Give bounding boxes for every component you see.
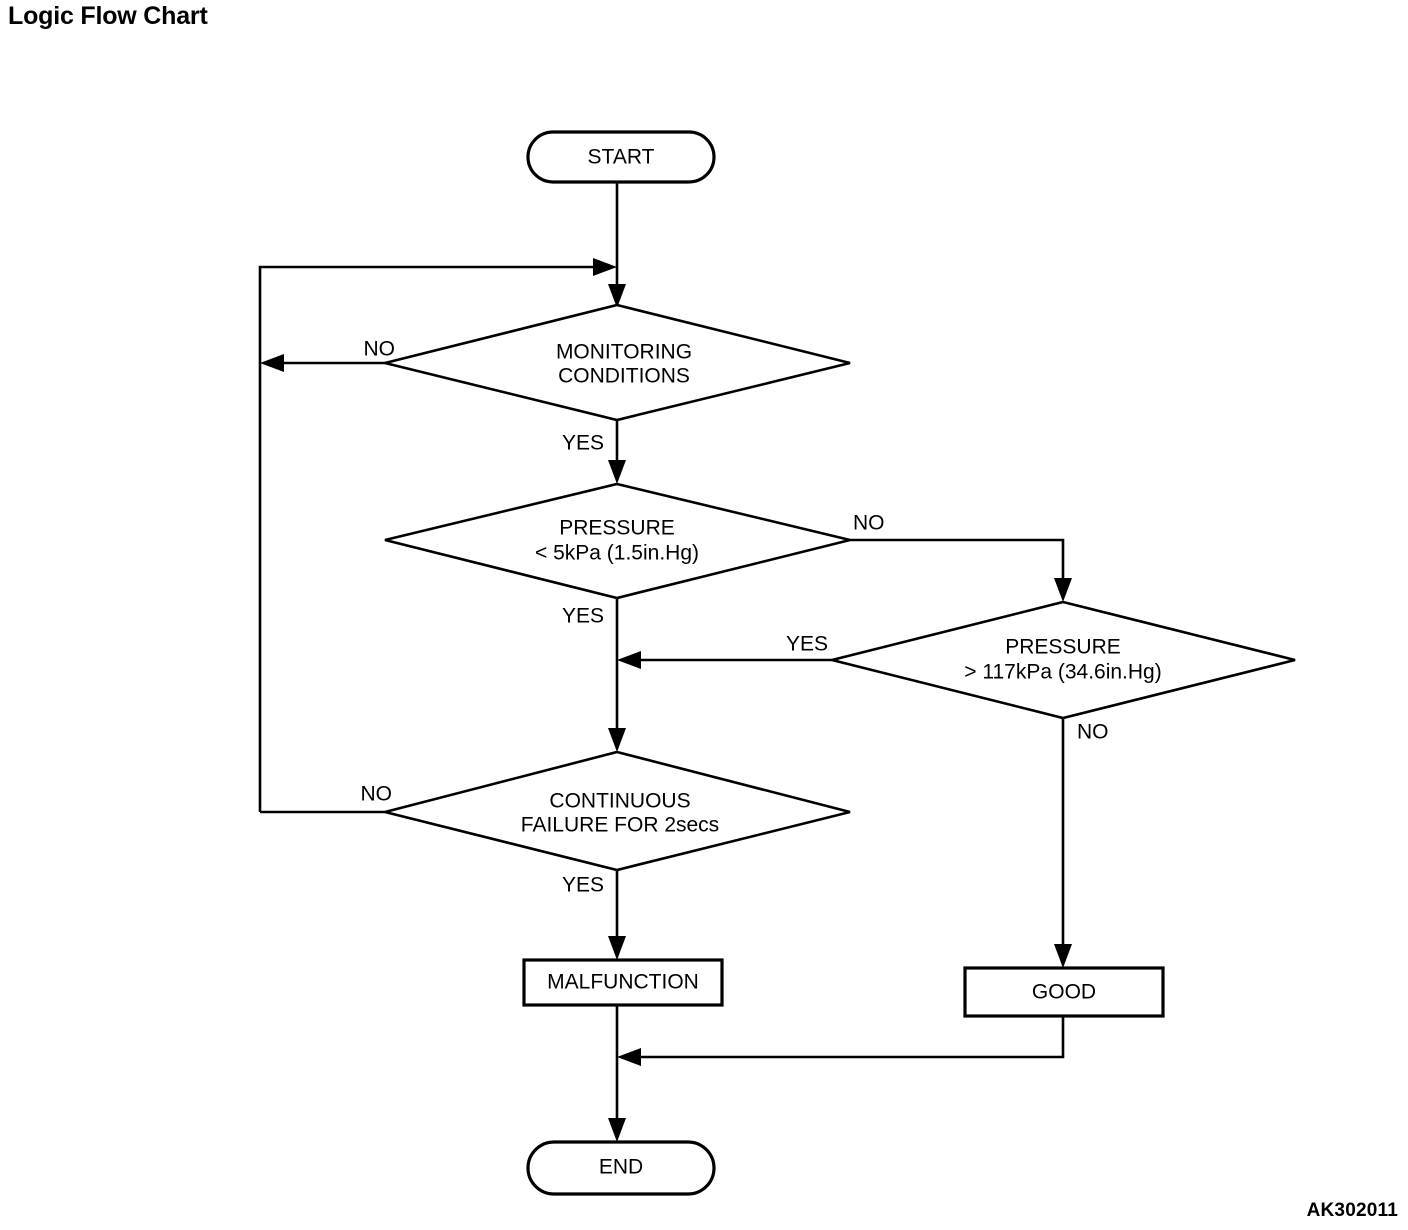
node-good[interactable] <box>963 966 1165 1018</box>
arrowhead-into-malfunction <box>608 936 626 960</box>
node-good-label: GOOD <box>1032 981 1096 1004</box>
node-end[interactable] <box>526 1140 716 1196</box>
edge-label-monitoring-no: NO <box>364 338 396 361</box>
edge-label-cont-fail-no: NO <box>361 783 393 806</box>
edge-label-press-low-yes: YES <box>562 605 604 628</box>
connector-feedback-rail <box>258 265 605 812</box>
node-continuous-failure-label-line2: FAILURE FOR 2secs <box>521 814 719 837</box>
connector-press-low-no <box>850 538 1065 588</box>
edge-label-press-low-no: NO <box>853 512 885 535</box>
node-malfunction-label: MALFUNCTION <box>547 971 699 994</box>
figure-code: AK302011 <box>1306 1200 1398 1221</box>
arrowhead-press-high-yes-merge <box>617 651 641 669</box>
node-continuous-failure-label-line1: CONTINUOUS <box>549 790 690 813</box>
node-monitoring-conditions[interactable] <box>384 303 851 422</box>
edge-label-press-high-yes: YES <box>786 633 828 656</box>
node-malfunction[interactable] <box>522 958 724 1007</box>
arrowhead-into-press-low <box>608 460 626 484</box>
arrowhead-feedback-to-main <box>593 258 617 276</box>
node-end-label: END <box>599 1156 643 1179</box>
edge-label-cont-fail-yes: YES <box>562 874 604 897</box>
node-pressure-low-label-line2: < 5kPa (1.5in.Hg) <box>535 542 699 565</box>
node-continuous-failure[interactable] <box>384 750 851 872</box>
node-pressure-high-label-line1: PRESSURE <box>1005 636 1121 659</box>
arrowhead-into-good <box>1054 944 1072 968</box>
node-start[interactable] <box>526 130 716 184</box>
arrowhead-into-end <box>608 1118 626 1142</box>
arrowhead-into-cont-fail <box>608 728 626 752</box>
node-pressure-low-label-line1: PRESSURE <box>559 517 675 540</box>
node-monitoring-label-line1: MONITORING <box>556 341 692 364</box>
node-pressure-low[interactable] <box>384 482 851 600</box>
arrowhead-monitoring-no <box>260 354 284 372</box>
edge-label-press-high-no: NO <box>1077 721 1109 744</box>
arrowhead-into-press-high <box>1054 578 1072 602</box>
edge-label-monitoring-yes: YES <box>562 432 604 455</box>
node-start-label: START <box>588 146 655 169</box>
connector-good-to-end <box>629 1016 1065 1059</box>
node-monitoring-label-line2: CONDITIONS <box>558 365 690 388</box>
node-pressure-high[interactable] <box>831 600 1296 720</box>
page-title: Logic Flow Chart <box>8 2 208 30</box>
arrowhead-good-merge <box>617 1048 641 1066</box>
node-pressure-high-label-line2: > 117kPa (34.6in.Hg) <box>964 661 1161 684</box>
arrowhead-into-monitoring <box>608 284 626 308</box>
